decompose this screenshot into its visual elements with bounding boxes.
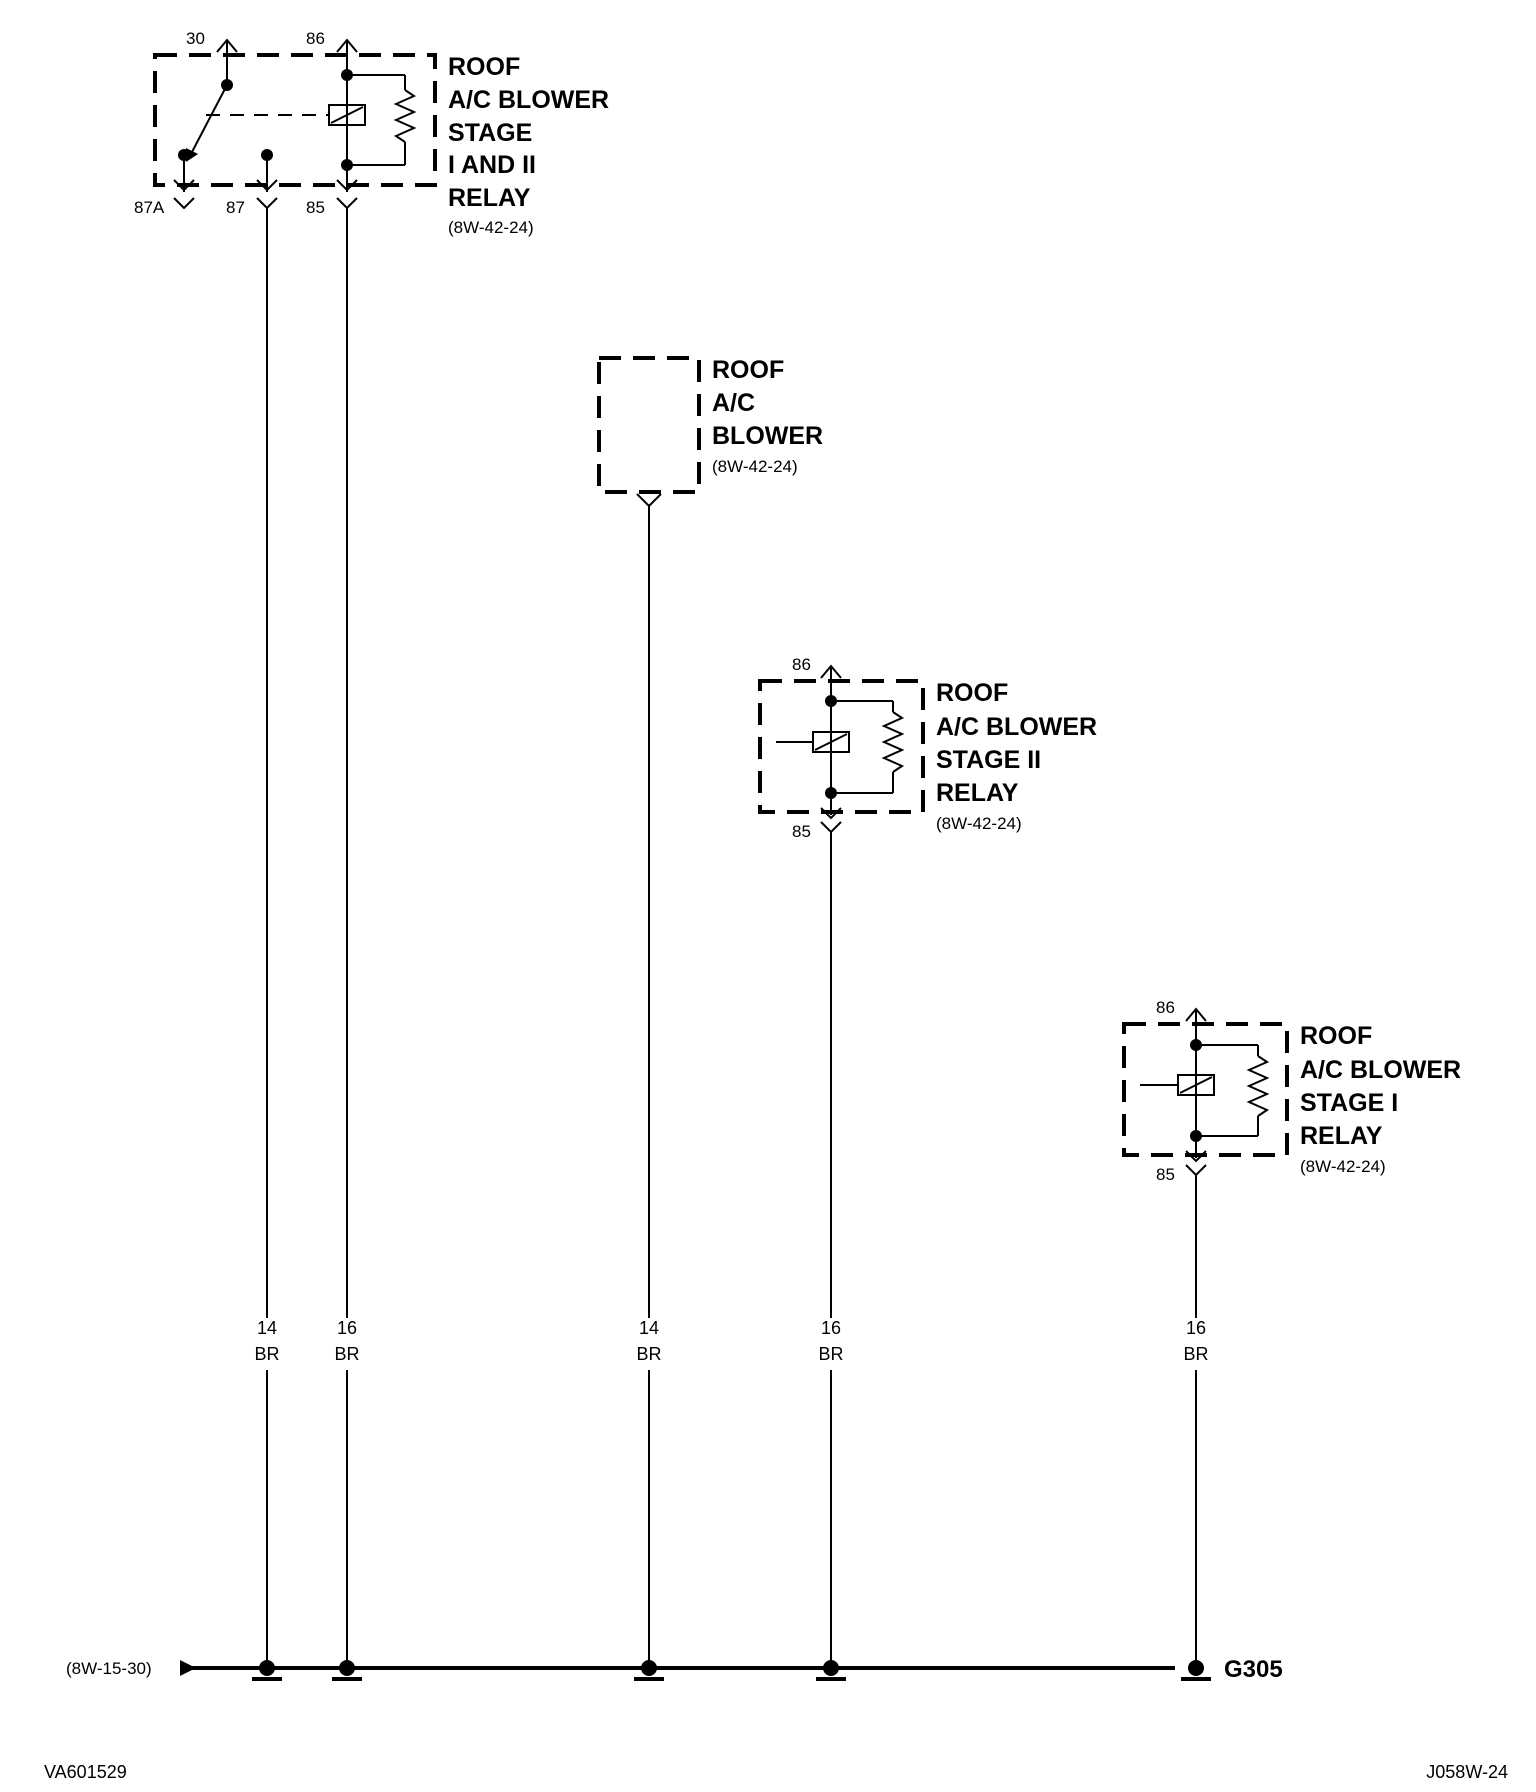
pin-85-label: 85 xyxy=(1156,1165,1175,1184)
terminal-85-arrow xyxy=(336,179,358,192)
wire-gauge: 16 xyxy=(1186,1318,1206,1338)
coil-symbol xyxy=(328,104,366,126)
relay-stage-2-title-4: RELAY xyxy=(936,779,1019,807)
blower-title-3: BLOWER xyxy=(712,422,823,450)
blower-title-1: ROOF xyxy=(712,356,784,384)
ground-ref: (8W-15-30) xyxy=(66,1659,152,1678)
terminal-87a-ext xyxy=(173,197,195,210)
terminal-85-arrow xyxy=(820,807,842,820)
relay-stage-1-2-title-3: STAGE xyxy=(448,119,532,147)
relay-switch-contact xyxy=(178,42,328,192)
relay-stage-1-2-title-1: ROOF xyxy=(448,53,520,81)
pin-86-label: 86 xyxy=(1156,998,1175,1017)
ground-name: G305 xyxy=(1224,1656,1283,1683)
terminal-85-arrow xyxy=(1185,1150,1207,1163)
splice-icon xyxy=(252,1660,282,1681)
pin-86-label: 86 xyxy=(306,29,325,48)
pin-30-label: 30 xyxy=(186,29,205,48)
relay-stage-1-ref: (8W-42-24) xyxy=(1300,1157,1386,1176)
relay-stage-1-outline xyxy=(1122,1022,1289,1157)
pin-85-label: 85 xyxy=(792,822,811,841)
splice-icon xyxy=(816,1660,846,1681)
relay-stage-1-2-title-2: A/C BLOWER xyxy=(448,86,609,114)
terminal-87-ext xyxy=(256,197,278,210)
relay-stage-1-title-4: RELAY xyxy=(1300,1122,1383,1150)
wire-color: BR xyxy=(1183,1344,1208,1364)
wire-color: BR xyxy=(818,1344,843,1364)
pin-87-label: 87 xyxy=(226,198,245,217)
relay-stage-2-ref: (8W-42-24) xyxy=(936,814,1022,833)
ground-icon xyxy=(1181,1660,1211,1681)
pin-87a-label: 87A xyxy=(134,198,165,217)
wire-gauge: 16 xyxy=(821,1318,841,1338)
relay-stage-2-title-3: STAGE II xyxy=(936,746,1041,774)
terminal-86-arrow xyxy=(1185,1007,1207,1022)
coil-symbol xyxy=(1177,1074,1215,1096)
wire-gauge: 14 xyxy=(257,1318,277,1338)
resistor-symbol xyxy=(1246,1055,1270,1117)
relay-stage-1-2-outline xyxy=(153,53,437,187)
relay-stage-1: 86 85 ROOF A/C BLOWER STAGE I RELAY (8W-… xyxy=(1122,998,1461,1184)
blower-ref: (8W-42-24) xyxy=(712,457,798,476)
resistor-symbol xyxy=(881,711,905,773)
wire-color: BR xyxy=(254,1344,279,1364)
relay-stage-1-title-2: A/C BLOWER xyxy=(1300,1056,1461,1084)
splice-icon xyxy=(634,1660,664,1681)
relay-stage-1-title-1: ROOF xyxy=(1300,1022,1372,1050)
relay-stage-1-2: 30 86 87A 87 85 ROOF A/C BLOWER STAGE I … xyxy=(134,29,609,237)
blower-terminal-arrow xyxy=(636,493,662,508)
wire-stage-2: 16 BR xyxy=(818,832,844,1664)
relay-stage-1-2-title-5: RELAY xyxy=(448,184,531,212)
relay-stage-2-title-1: ROOF xyxy=(936,679,1008,707)
wire-85: 16 BR xyxy=(334,208,360,1664)
ground-bus: (8W-15-30) G305 xyxy=(66,1656,1283,1683)
blower-title-2: A/C xyxy=(712,389,755,417)
blower-motor: ROOF A/C BLOWER (8W-42-24) xyxy=(597,356,823,508)
relay-stage-1-2-title-4: I AND II xyxy=(448,151,536,179)
wire-stage-1: 16 BR xyxy=(1183,1175,1209,1664)
resistor-symbol xyxy=(393,89,417,143)
relay-stage-2: 86 85 ROOF A/C BLOWER STAGE II RELAY (8W… xyxy=(758,655,1097,841)
wire-gauge: 14 xyxy=(639,1318,659,1338)
relay-stage-2-outline xyxy=(758,679,925,814)
pin-86-label: 86 xyxy=(792,655,811,674)
terminal-85-ext xyxy=(336,197,358,210)
ground-arrow-icon xyxy=(180,1660,196,1676)
wire-blower: 14 BR xyxy=(636,506,662,1664)
terminal-85-ext xyxy=(1185,1164,1207,1177)
footer-right-id: J058W-24 xyxy=(1426,1762,1508,1782)
footer-left-id: VA601529 xyxy=(44,1762,127,1782)
splice-icon xyxy=(332,1660,362,1681)
relay-stage-1-title-3: STAGE I xyxy=(1300,1089,1398,1117)
coil-symbol xyxy=(812,731,850,753)
blower-outline xyxy=(597,356,701,494)
relay-coil xyxy=(328,42,417,192)
relay-stage-1-2-ref: (8W-42-24) xyxy=(448,218,534,237)
wire-color: BR xyxy=(636,1344,661,1364)
terminal-87a-arrow xyxy=(173,179,195,192)
relay-stage-2-title-2: A/C BLOWER xyxy=(936,713,1097,741)
terminal-30-arrow xyxy=(216,38,238,53)
pin-85-label: 85 xyxy=(306,198,325,217)
wire-87: 14 BR xyxy=(254,208,280,1664)
terminal-86-arrow xyxy=(336,38,358,53)
wire-gauge: 16 xyxy=(337,1318,357,1338)
terminal-87-arrow xyxy=(256,179,278,192)
terminal-85-ext xyxy=(820,821,842,834)
terminal-86-arrow xyxy=(820,664,842,679)
wire-color: BR xyxy=(334,1344,359,1364)
